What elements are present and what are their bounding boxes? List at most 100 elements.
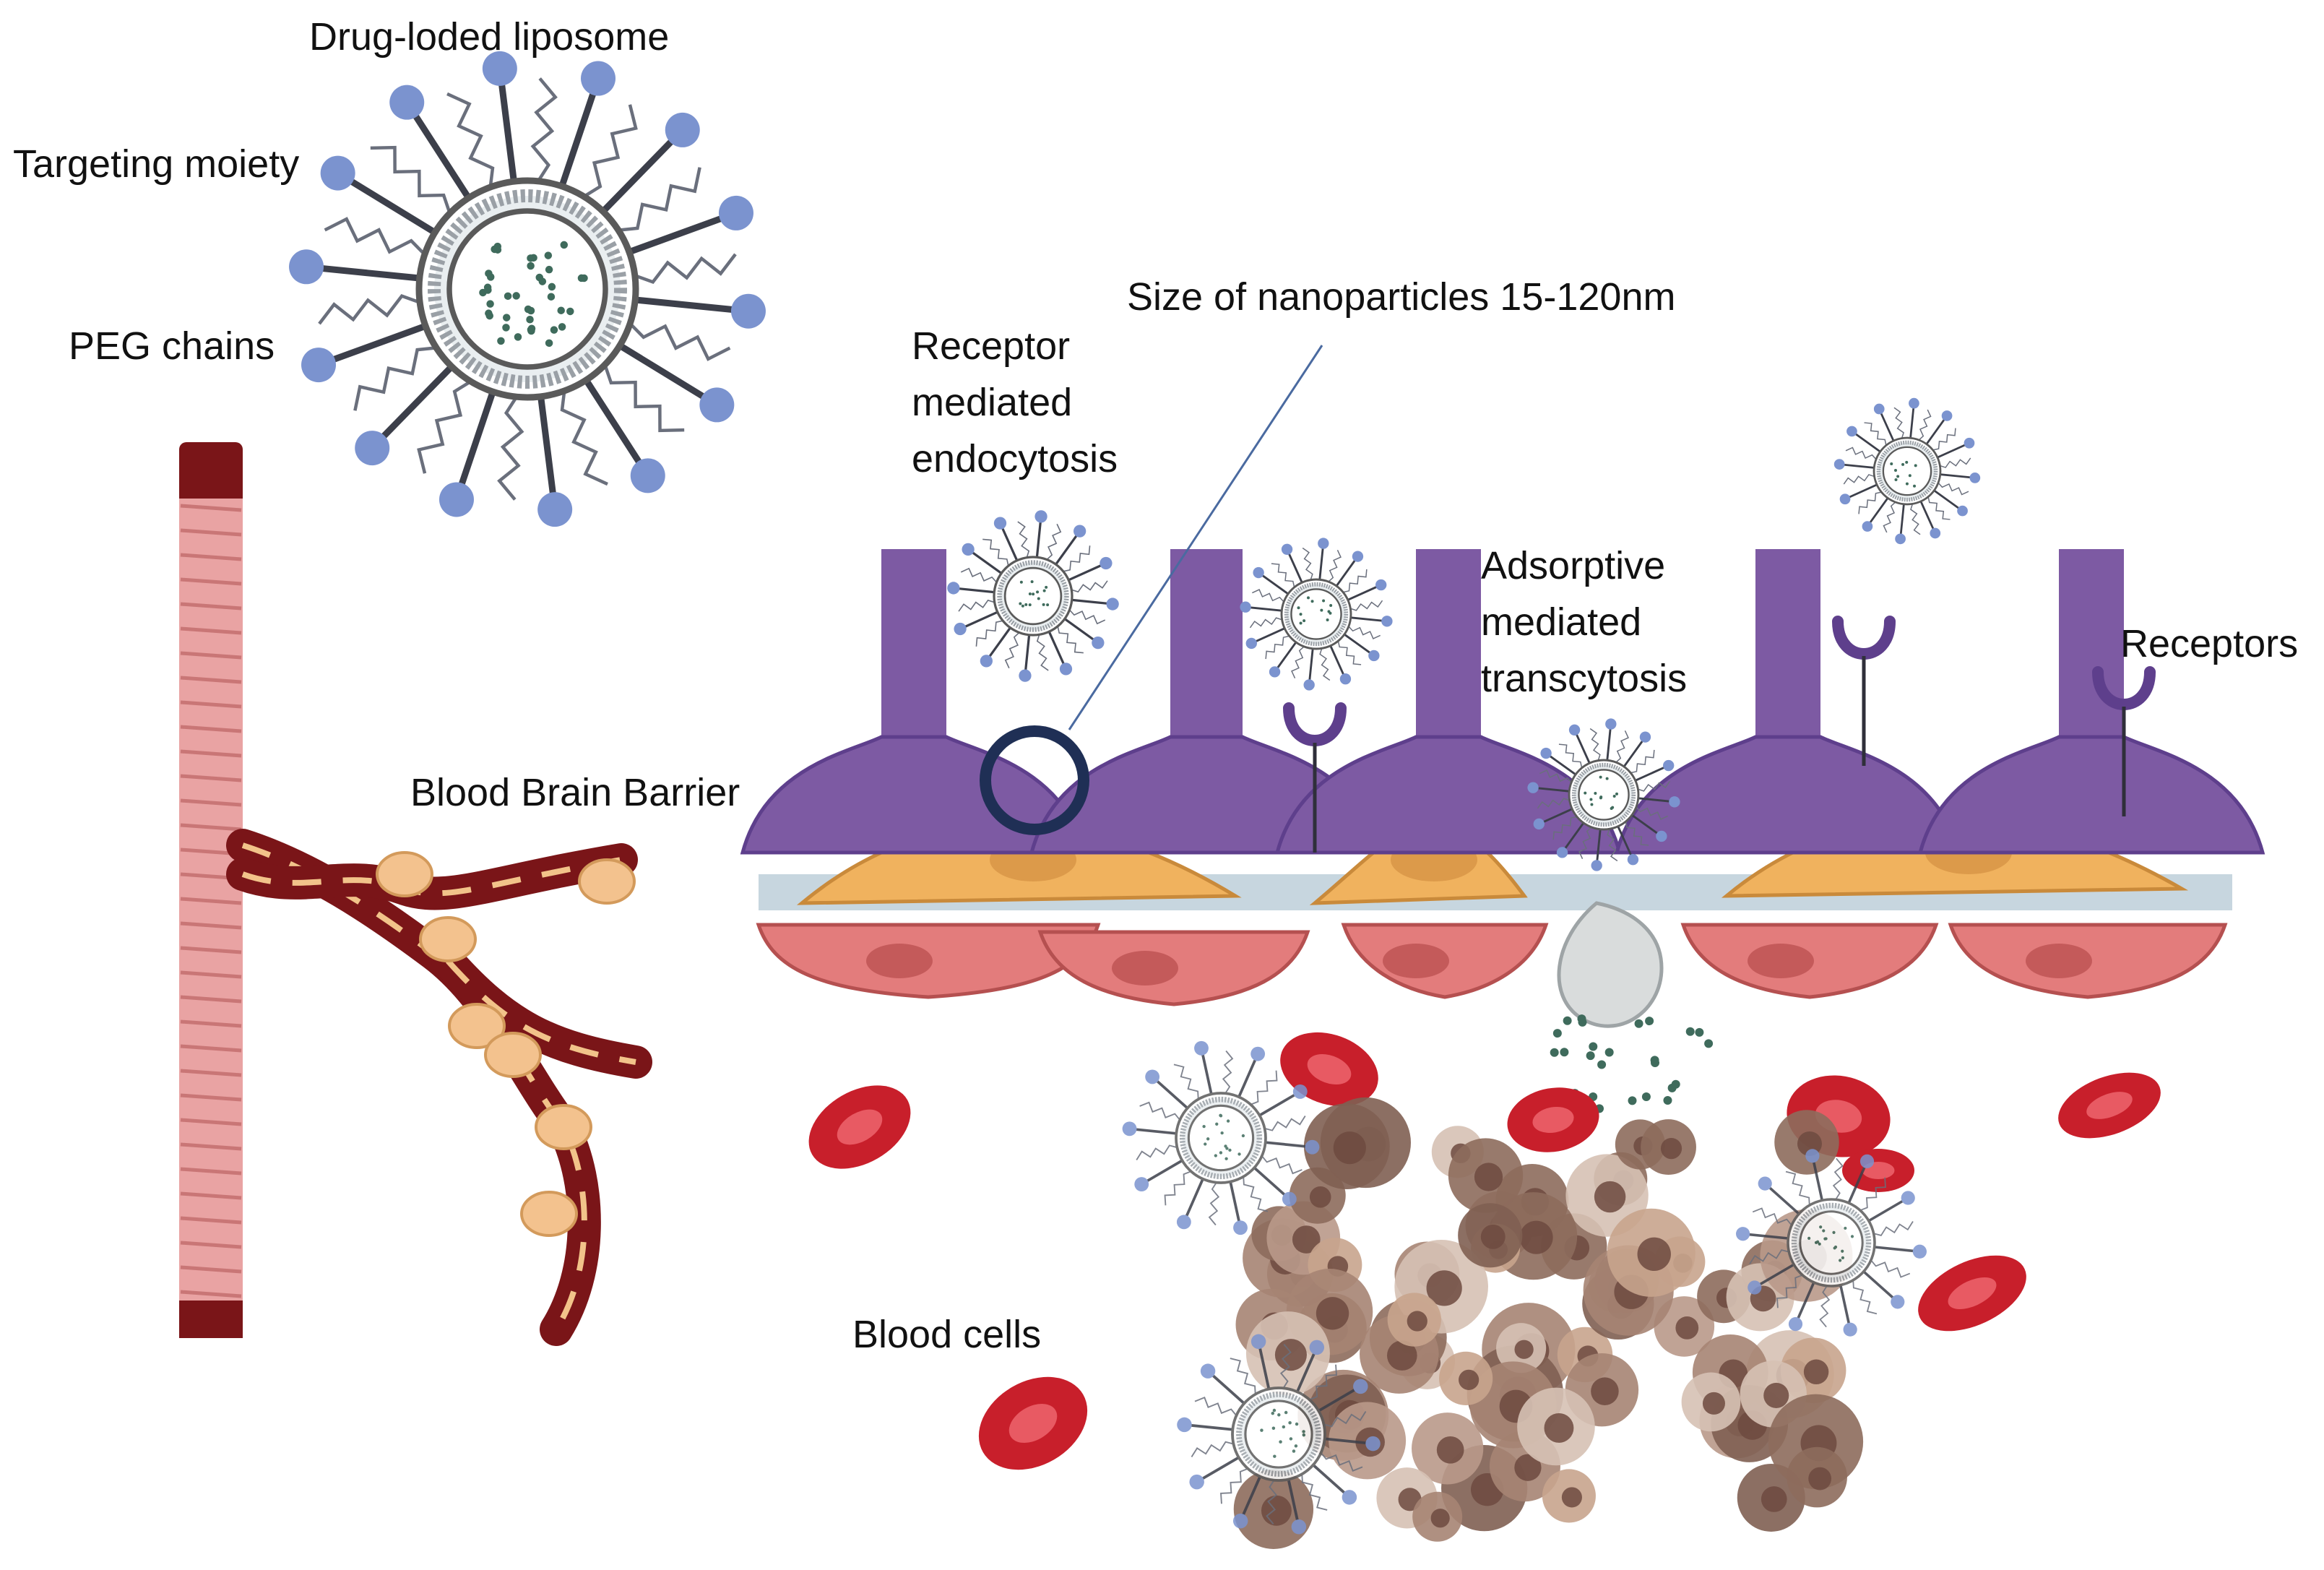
ligand-spoke [1274, 642, 1297, 673]
peg-chain [618, 167, 701, 232]
targeting-ligand [1846, 426, 1857, 437]
drug-molecule [502, 324, 510, 332]
astrocyte-endfoot [1614, 735, 1962, 855]
drug-molecule [545, 339, 553, 348]
drug-molecule [1297, 606, 1300, 610]
drug-molecule [550, 326, 558, 334]
peg-chain [1264, 1116, 1306, 1131]
drug-molecule [1271, 1426, 1276, 1430]
released-drug [1577, 1014, 1586, 1024]
ligand-spoke [1141, 1159, 1183, 1186]
ligand-spoke [558, 77, 602, 188]
peg-chain [1328, 550, 1342, 582]
tumor-cell-nucleus [1763, 1382, 1789, 1408]
astrocyte-process [2059, 549, 2124, 737]
drug-molecule [1610, 806, 1613, 810]
vessel-ring [180, 921, 242, 930]
peg-chain [1046, 523, 1062, 561]
drug-molecule [485, 311, 494, 320]
targeting-ligand [1805, 1149, 1820, 1163]
drug-molecule [527, 262, 535, 270]
label-drug-loaded-liposome: Drug-loded liposome [309, 15, 670, 59]
vessel-ring [180, 1167, 242, 1176]
drug-molecule [1832, 1230, 1836, 1234]
receptor [1832, 616, 1896, 660]
label-blood-brain-barrier: Blood Brain Barrier [410, 771, 740, 814]
ligand-spoke [1063, 618, 1099, 644]
peg-chain [1589, 728, 1601, 761]
astrocyte-process [1416, 549, 1481, 737]
tumor-cell-nucleus [1436, 1436, 1464, 1464]
drug-molecule [1914, 464, 1917, 467]
peg-chain [1279, 1344, 1292, 1389]
drug-molecule [514, 333, 522, 341]
peg-chain [1785, 1170, 1810, 1206]
released-drug [1604, 1048, 1614, 1057]
ligand-spoke [1206, 1370, 1245, 1405]
peg-chain [530, 77, 558, 182]
ligand-spoke [1250, 627, 1285, 644]
ligand-spoke [1237, 1053, 1259, 1097]
drug-molecule [1224, 1157, 1228, 1160]
ligand-spoke [1851, 430, 1881, 453]
targeting-ligand [1748, 1280, 1762, 1295]
label-targeting-moiety: Targeting moiety [13, 142, 300, 186]
peg-chain [1004, 631, 1020, 669]
vessel-ring [180, 897, 242, 905]
drug-molecule [527, 254, 535, 262]
ligand-spoke [1347, 584, 1382, 601]
targeting-ligand [1189, 1474, 1204, 1490]
label-line: Receptor [912, 324, 1071, 368]
drug-molecule [1599, 795, 1603, 799]
drug-molecule [1850, 1235, 1854, 1238]
peg-chain [1859, 1177, 1886, 1212]
drug-molecule [1839, 1259, 1842, 1262]
ligand-spoke [1866, 497, 1889, 527]
drug-molecule [557, 306, 565, 314]
drug-molecule [1215, 1122, 1219, 1126]
released-drug [1589, 1042, 1598, 1051]
drug-molecule [1021, 604, 1024, 608]
targeting-ligand [1200, 1363, 1216, 1379]
peg-chain [1558, 743, 1583, 769]
tumor-cell-nucleus [1333, 1131, 1366, 1165]
targeting-ligand [1339, 673, 1352, 685]
pericyte-nucleus [1112, 951, 1178, 985]
ligand-spoke [1253, 1166, 1291, 1200]
tumor-cell-nucleus [1407, 1311, 1427, 1332]
transcytosis-vesicle [1557, 901, 1664, 1028]
drug-molecule [497, 337, 505, 345]
peg-chain [1348, 626, 1381, 639]
vessel-ring [180, 1290, 242, 1298]
label-peg-chains: PEG chains [69, 324, 275, 368]
ligand-spoke [1933, 489, 1964, 512]
targeting-ligand [1281, 543, 1293, 555]
targeting-ligand [1305, 1139, 1320, 1155]
ligand-spoke [628, 210, 738, 255]
drug-molecule [1307, 596, 1310, 600]
label-line: endocytosis [912, 437, 1118, 480]
drug-molecule [1219, 1151, 1223, 1155]
targeting-ligand [1873, 403, 1885, 415]
ligand-spoke [1867, 1196, 1909, 1222]
peg-chain [1250, 1070, 1278, 1105]
peg-chain [1638, 780, 1671, 792]
peg-chain [1852, 1280, 1878, 1315]
peg-chain [1320, 1452, 1363, 1472]
targeting-ligand [665, 112, 700, 147]
drug-molecule [1589, 798, 1593, 801]
peg-chain [982, 538, 1009, 566]
released-drug [1628, 1096, 1637, 1105]
released-drug [1663, 1096, 1672, 1105]
tumor-cell-nucleus [1292, 1225, 1321, 1254]
drug-molecule [1024, 603, 1028, 606]
targeting-ligand [1912, 1244, 1927, 1259]
peg-chain [1752, 1207, 1792, 1226]
drug-molecule [1599, 775, 1602, 779]
ligand-spoke [959, 611, 998, 630]
peg-chain [1539, 769, 1572, 783]
peg-chain [1319, 648, 1331, 681]
drug-molecule [1046, 603, 1050, 607]
targeting-ligand [699, 387, 735, 423]
